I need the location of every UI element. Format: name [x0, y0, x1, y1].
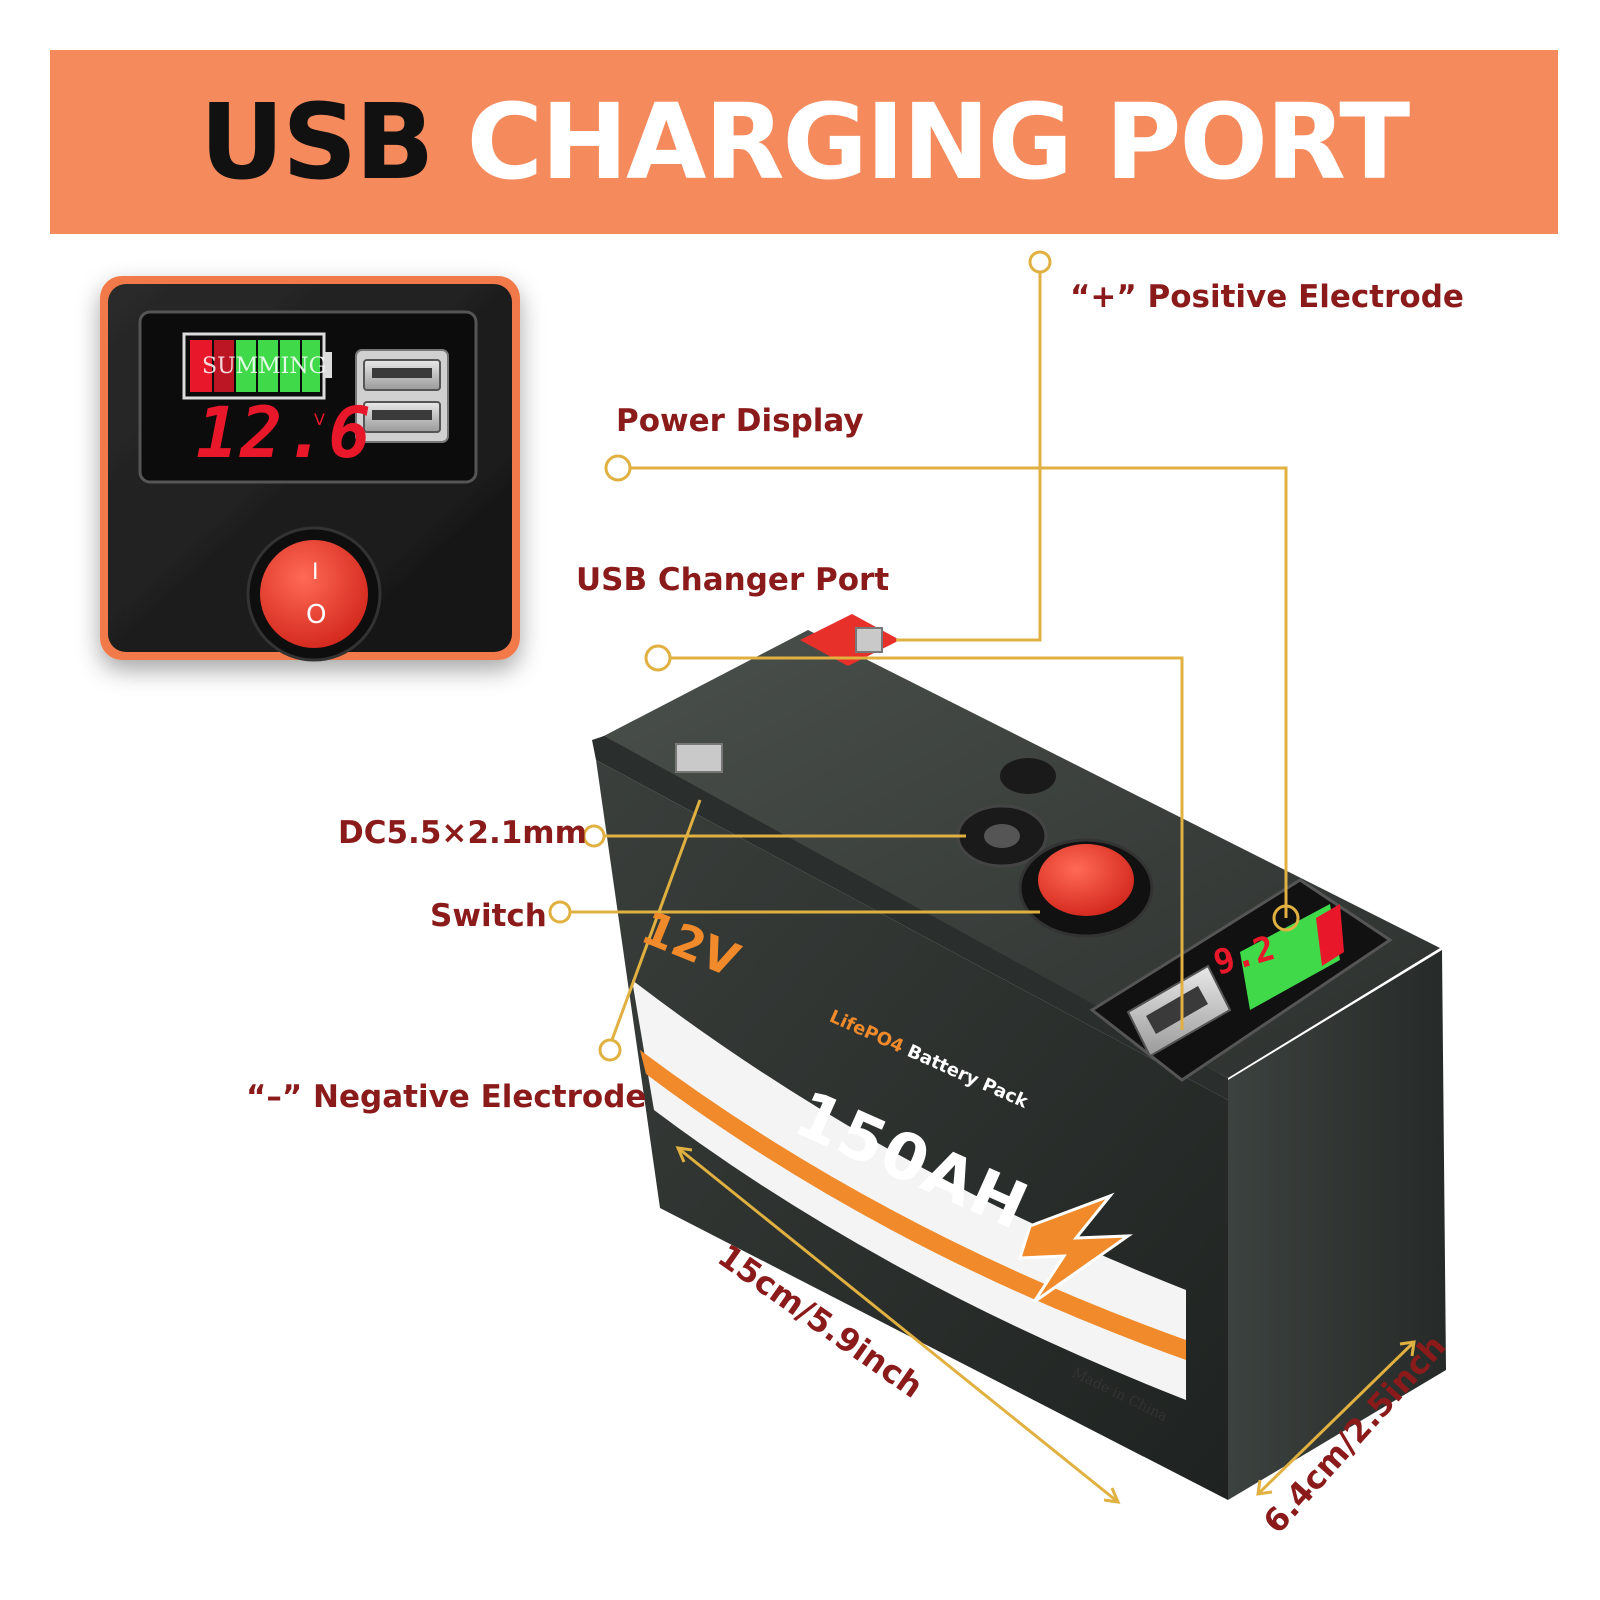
inset-display-panel: [138, 310, 478, 484]
banner-title-charging-port: CHARGING PORT: [466, 81, 1411, 203]
negative-terminal: [675, 743, 723, 773]
inset-switch: [246, 526, 382, 662]
callout-dc-jack: DC5.5×2.1mm: [338, 815, 587, 851]
banner-title: USB CHARGING PORT: [200, 90, 1410, 194]
callout-switch: Switch: [430, 898, 547, 934]
positive-terminal: [800, 614, 900, 666]
dimension-arrows: [675, 1146, 1416, 1504]
banner-title-usb: USB: [199, 81, 435, 203]
callout-power-display: Power Display: [616, 403, 864, 439]
inset-voltage-readout: 12.6: [196, 392, 373, 474]
battery-display-panel: [1089, 878, 1393, 1082]
title-banner: USB CHARGING PORT: [50, 50, 1558, 234]
inset-switch-off-mark: O: [306, 600, 327, 630]
inset-switch-on-mark: I: [312, 560, 319, 585]
callout-positive-electrode: “+” Positive Electrode: [1070, 279, 1464, 315]
battery-switch: [1018, 838, 1154, 938]
callout-usb-port: USB Changer Port: [576, 562, 890, 598]
inset-brand-text: SUMMING: [202, 354, 327, 379]
callout-negative-electrode: “–” Negative Electrode: [246, 1079, 647, 1115]
inset-voltage-unit: V: [314, 410, 325, 429]
callout-lines: [548, 250, 1300, 1062]
